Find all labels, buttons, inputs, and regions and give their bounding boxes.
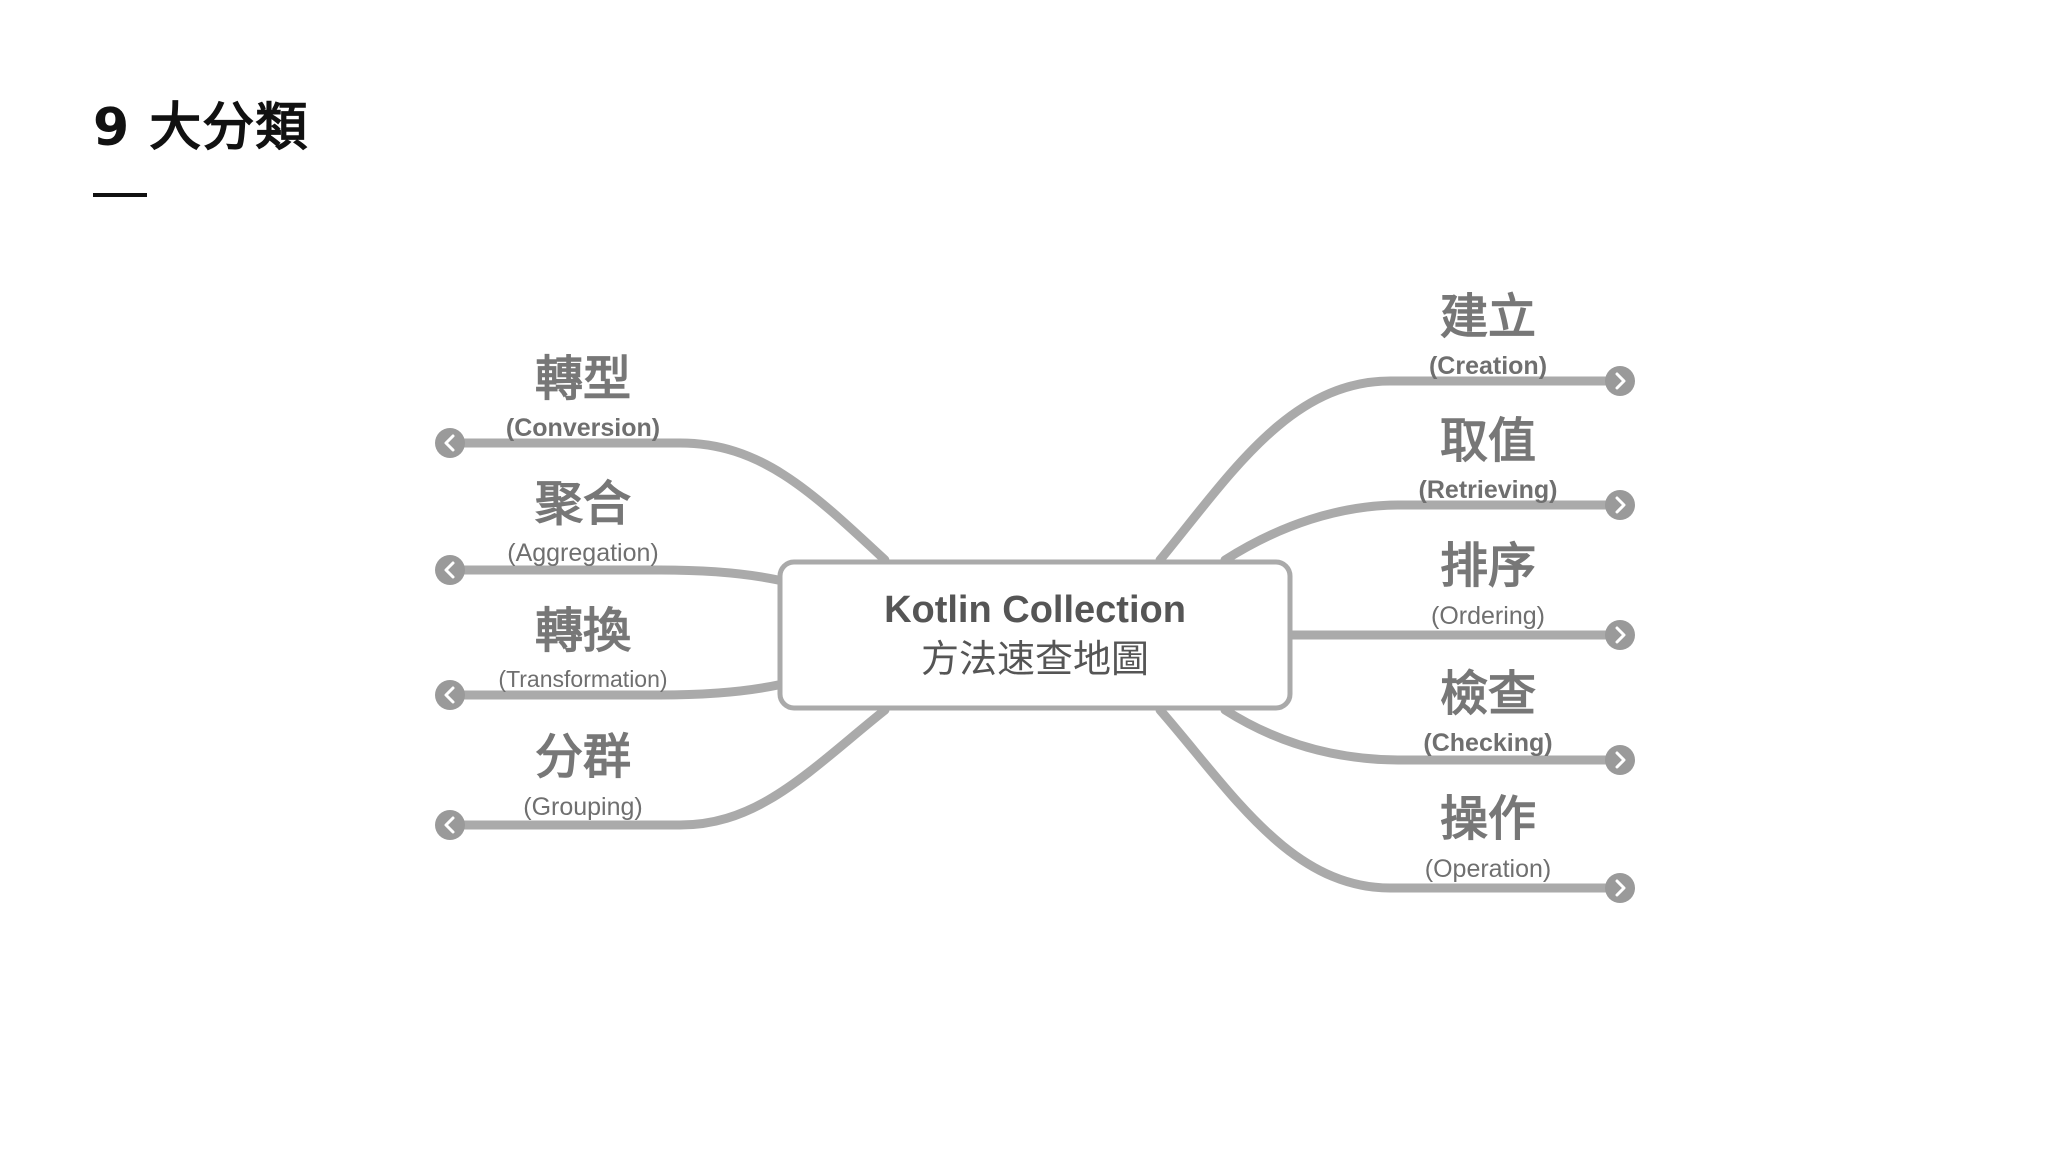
center-box [777,559,1293,711]
branch-label-en: (Grouping) [523,793,643,821]
branch-label-en: (Conversion) [506,414,660,442]
branch-retrieving[interactable]: 取值 (Retrieving) [1419,413,1558,504]
branch-label-en: (Creation) [1429,352,1547,380]
branch-line-aggregation [445,565,783,585]
chevron-left-icon[interactable] [435,810,465,840]
branch-label-en: (Operation) [1425,855,1551,883]
chevron-right-icon[interactable] [1605,745,1635,775]
branch-label-zh: 操作 [1440,791,1536,847]
chevron-left-icon[interactable] [435,428,465,458]
branch-label-en: (Retrieving) [1419,476,1558,504]
branch-label-en: (Checking) [1423,729,1552,757]
left-end-caps [435,428,465,840]
center-node[interactable]: Kotlin Collection 方法速查地圖 [777,559,1293,711]
branch-transformation[interactable]: 轉換 (Transformation) [498,603,667,692]
branch-label-zh: 建立 [1440,289,1536,345]
branch-label-en: (Ordering) [1431,602,1545,630]
title-underline [93,193,147,197]
branch-aggregation[interactable]: 聚合 (Aggregation) [507,476,658,567]
chevron-left-icon[interactable] [435,680,465,710]
branch-line-grouping [445,705,890,830]
branch-label-zh: 分群 [535,729,631,785]
branch-operation[interactable]: 操作 (Operation) [1425,791,1551,883]
branch-label-zh: 檢查 [1440,666,1536,722]
branch-ordering[interactable]: 排序 (Ordering) [1431,538,1545,630]
branch-line-creation [1155,376,1625,565]
branch-line-conversion [445,438,890,565]
branch-label-zh: 聚合 [534,476,631,532]
branch-label-en: (Aggregation) [507,539,658,567]
branch-label-zh: 取值 [1440,413,1536,469]
branch-label-zh: 排序 [1440,538,1536,594]
branch-label-zh: 轉型 [535,351,631,407]
left-branch-lines [445,438,890,830]
branch-label-zh: 轉換 [535,603,632,659]
center-title: Kotlin Collection [884,589,1186,631]
page-title: 9 大分類 [93,98,309,158]
branch-grouping[interactable]: 分群 (Grouping) [523,729,643,821]
right-branch-lines [1155,376,1625,893]
branch-label-en: (Transformation) [498,666,667,692]
branch-line-retrieving [1220,500,1625,565]
branch-creation[interactable]: 建立 (Creation) [1429,289,1547,380]
branch-conversion[interactable]: 轉型 (Conversion) [506,351,660,442]
chevron-right-icon[interactable] [1605,620,1635,650]
branch-line-transformation [445,680,783,700]
branch-checking[interactable]: 檢查 (Checking) [1423,666,1552,757]
branch-line-checking [1220,705,1625,765]
center-subtitle: 方法速查地圖 [921,637,1149,681]
chevron-right-icon[interactable] [1605,366,1635,396]
chevron-left-icon[interactable] [435,555,465,585]
chevron-right-icon[interactable] [1605,490,1635,520]
branch-line-operation [1155,705,1625,893]
chevron-right-icon[interactable] [1605,873,1635,903]
right-end-caps [1605,366,1635,903]
